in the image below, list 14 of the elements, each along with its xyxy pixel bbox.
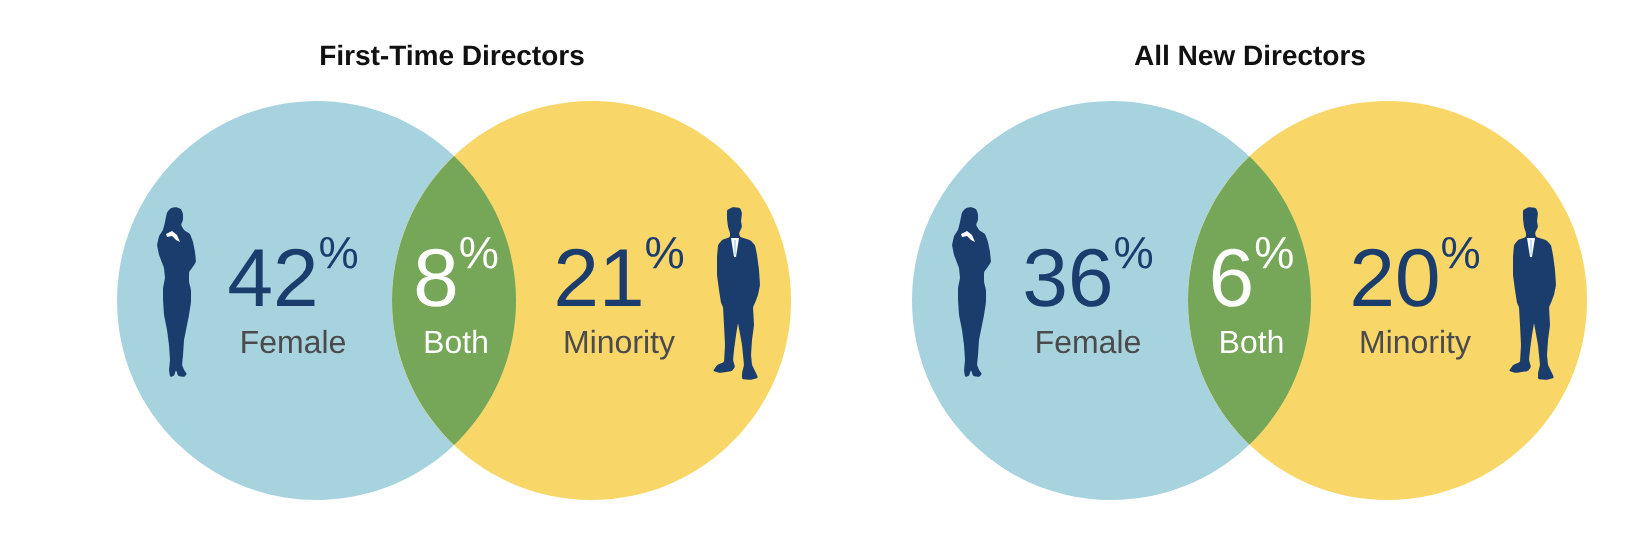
category-label: Both [425, 329, 487, 354]
percentage-value: 8$^{%}$ [416, 236, 498, 307]
percentage-value: 36$^{%}$ [1025, 236, 1153, 307]
percentage-value: 21$^{%}$ [557, 236, 684, 306]
heading: First-Time Directors [321, 44, 584, 66]
category-label: Female [242, 329, 345, 354]
heading: All New Directors [1134, 44, 1365, 66]
percentage-value: 42$^{%}$ [229, 236, 358, 306]
percentage-value: 6$^{%}$ [1212, 236, 1293, 307]
category-label: Minority [1361, 329, 1471, 360]
percentage-value: 20$^{%}$ [1353, 236, 1480, 307]
category-label: Female [1037, 329, 1140, 354]
category-label: Minority [565, 329, 675, 360]
category-label: Both [1221, 329, 1283, 354]
